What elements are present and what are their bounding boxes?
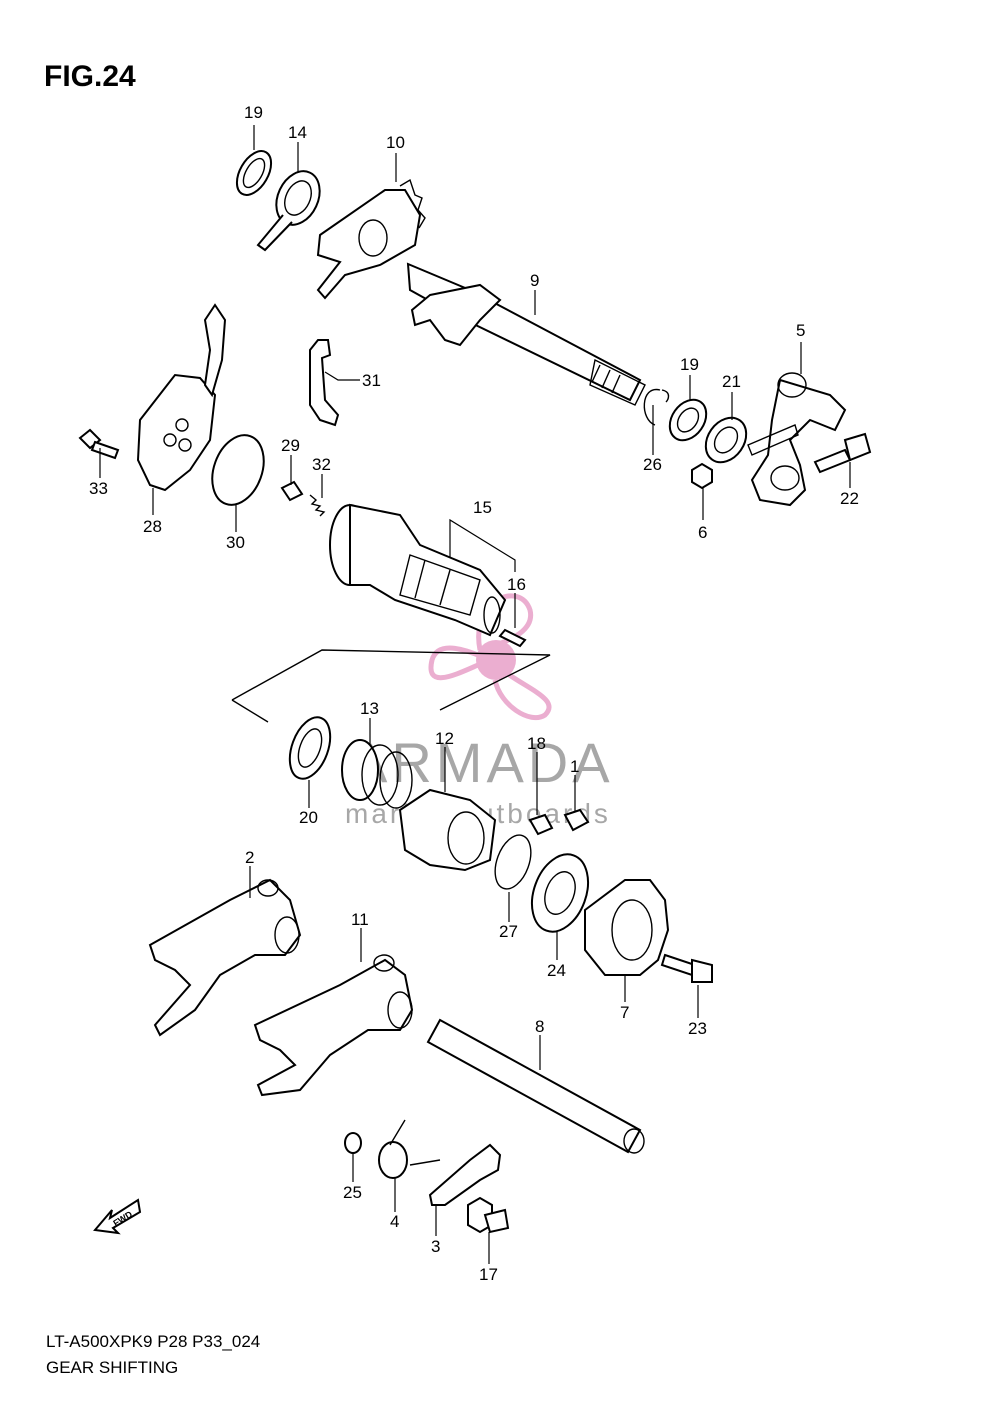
callout-30: 30 [226,533,245,552]
part-5-shift-lever [747,372,847,507]
callout-33: 33 [89,479,108,498]
part-33-bolt [78,428,120,460]
part-23-bolt [660,953,713,983]
callout-12: 12 [435,729,454,748]
callout-15: 15 [473,498,492,517]
callout-13: 13 [360,699,379,718]
callout-8: 8 [535,1017,544,1036]
part-24-bearing [530,853,590,933]
part-25-washer [344,1132,362,1154]
callout-labels: 19 14 10 9 5 19 21 31 26 6 22 29 32 33 2… [89,103,859,1284]
callout-28: 28 [143,517,162,536]
callout-16: 16 [507,575,526,594]
callout-17: 17 [479,1265,498,1284]
part-17-bolt [467,1196,510,1234]
part-20-washer [288,716,332,780]
callout-11: 11 [351,910,369,929]
part-11-shift-fork [253,954,414,1097]
part-18-bolt [528,813,554,836]
fwd-arrow-icon: FWD [93,1198,142,1235]
part-32-spring [309,494,326,517]
part-9-shift-shaft [406,262,646,406]
callout-19-top: 19 [244,103,263,122]
callout-6: 6 [698,523,707,542]
callout-27: 27 [499,922,518,941]
part-31-clip [309,339,340,427]
part-19-washer [235,150,273,196]
callout-2: 2 [245,848,254,867]
part-6-nut [691,462,713,490]
part-22-bolt [813,432,872,474]
callout-19-right: 19 [680,355,699,374]
watermark-brand: ARMADA [350,731,614,794]
callout-25: 25 [343,1183,362,1202]
callout-26: 26 [643,455,662,474]
callout-4: 4 [390,1212,399,1231]
leader-lines [99,125,851,1264]
part-15-shift-cam [329,503,507,637]
part-16-pin [498,628,527,648]
part-4-spring [378,1119,441,1179]
part-21-oil-seal [704,416,748,464]
assembly-outline [231,649,551,723]
callout-32: 32 [312,455,331,474]
callout-31: 31 [362,371,381,390]
callout-29: 29 [281,436,300,455]
model-code: LT-A500XPK9 P28 P33_024 [46,1332,261,1351]
part-27-circlip [494,834,532,890]
callout-10: 10 [386,133,405,152]
part-12-cam-drum [398,788,497,872]
part-3-stopper [428,1143,502,1206]
part-13-spring [341,739,413,809]
callout-3: 3 [431,1237,440,1256]
part-8-fork-shaft [426,1018,645,1154]
callout-23: 23 [688,1019,707,1038]
part-30-o-ring [211,434,265,506]
part-19-washer-right [668,398,708,442]
callout-22: 22 [840,489,859,508]
callout-9: 9 [530,271,539,290]
part-10-gear-segment [316,178,426,300]
callout-20: 20 [299,808,318,827]
callout-5: 5 [796,321,805,340]
callout-18: 18 [527,734,546,753]
part-14-spring [256,170,321,252]
part-2-shift-fork [148,878,302,1037]
part-29-pin [280,480,304,502]
figure-name: GEAR SHIFTING [46,1358,179,1377]
figure-title: FIG.24 [44,60,136,93]
part-28-cover [136,303,227,492]
callout-1: 1 [570,757,579,776]
callout-14: 14 [288,123,307,142]
part-7-gear [584,879,670,976]
callout-21: 21 [722,372,741,391]
callout-24: 24 [547,961,566,980]
part-26-circlip [643,389,670,426]
callout-7: 7 [620,1003,629,1022]
